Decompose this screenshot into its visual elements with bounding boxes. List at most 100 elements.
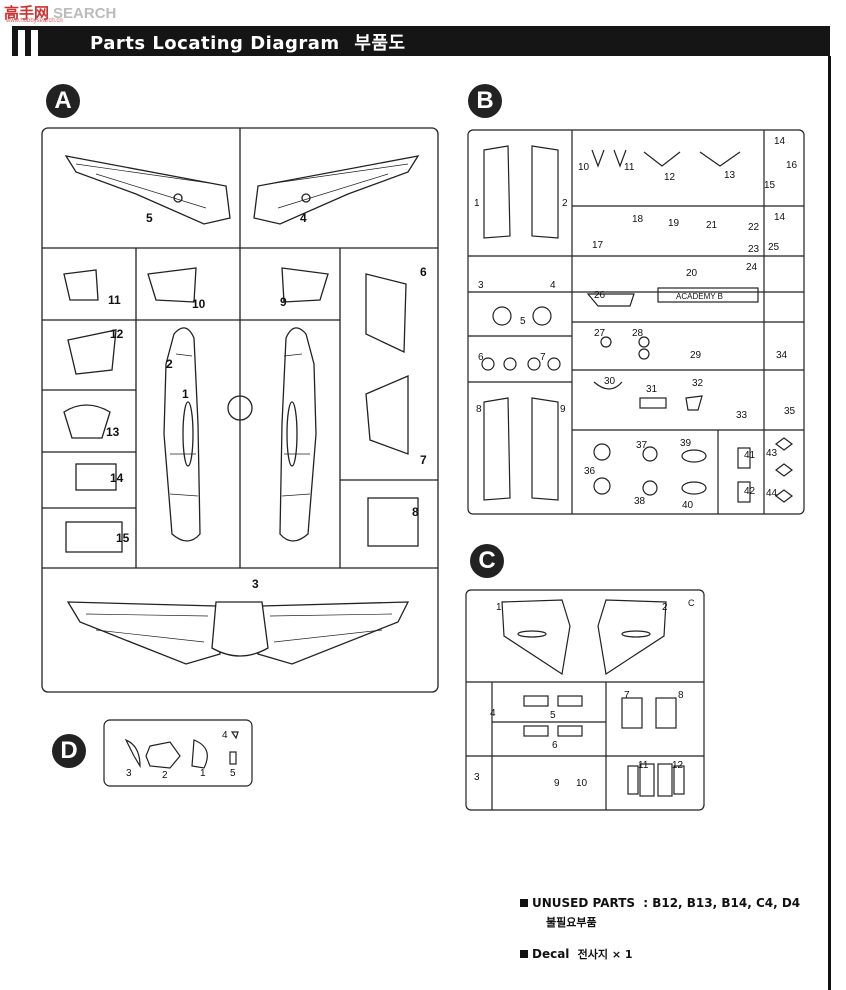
header-bar — [12, 26, 830, 56]
part-label: 14 — [774, 136, 786, 147]
bullet-square-icon — [520, 950, 528, 958]
part-label: 2 — [562, 198, 568, 209]
part-label: 25 — [768, 242, 780, 253]
part-label: 33 — [736, 410, 748, 421]
part-label: 34 — [776, 350, 788, 361]
part-label: 5 — [520, 316, 526, 327]
part-label: 27 — [594, 328, 606, 339]
part-label: 31 — [646, 384, 658, 395]
unused-parts-label: UNUSED PARTS — [532, 896, 636, 910]
part-label: 8 — [476, 404, 482, 415]
unused-parts-ko: 불필요부품 — [546, 916, 597, 929]
sprue-c-tag: C — [688, 598, 695, 608]
sprue-a-badge: A — [46, 84, 80, 118]
part-label: 12 — [664, 172, 676, 183]
part-label: 13 — [106, 425, 120, 439]
part-label: 10 — [576, 778, 588, 789]
part-label: 15 — [116, 531, 130, 545]
page-title-en: Parts Locating Diagram — [90, 33, 340, 54]
decal-label: Decal — [532, 947, 570, 961]
part-label: 17 — [592, 240, 604, 251]
part-label: 4 — [222, 730, 228, 741]
part-label: 30 — [604, 376, 616, 387]
part-label: 6 — [420, 265, 427, 279]
part-label: 28 — [632, 328, 644, 339]
part-label: 1 — [182, 387, 189, 401]
part-label: 16 — [786, 160, 798, 171]
sprue-d-badge: D — [52, 734, 86, 768]
part-label: 10 — [578, 162, 590, 173]
part-label: 7 — [540, 352, 546, 363]
part-label: 13 — [724, 170, 736, 181]
part-label: 3 — [478, 280, 484, 291]
part-label: 14 — [774, 212, 786, 223]
part-label: 35 — [784, 406, 796, 417]
part-label: 5 — [550, 710, 556, 721]
part-label: 6 — [478, 352, 484, 363]
part-label: 1 — [474, 198, 480, 209]
watermark-url: www.hobbysearch.cn — [6, 18, 63, 24]
part-label: 32 — [692, 378, 704, 389]
part-label: 12 — [672, 760, 684, 771]
sprue-d: 1 2 3 4 5 — [103, 719, 253, 787]
part-label: 41 — [744, 450, 756, 461]
watermark-brand: 高手网 — [4, 5, 50, 22]
part-label: 21 — [706, 220, 718, 231]
part-label: 4 — [490, 708, 496, 719]
sprue-c-badge: C — [470, 544, 504, 578]
part-label: 10 — [192, 297, 206, 311]
right-margin-rule — [828, 56, 831, 990]
sprue-b-badge: B — [468, 84, 502, 118]
part-label: 26 — [594, 290, 606, 301]
sprue-c: 1 2 3 4 5 6 7 8 9 10 11 12 C — [465, 589, 705, 811]
part-label: 3 — [474, 772, 480, 783]
sprue-b-tag: ACADEMY B — [676, 292, 723, 301]
part-label: 5 — [146, 211, 153, 225]
part-label: 2 — [162, 770, 168, 781]
part-label: 7 — [420, 453, 427, 467]
part-label: 6 — [552, 740, 558, 751]
part-label: 39 — [680, 438, 692, 449]
part-label: 4 — [550, 280, 556, 291]
part-label: 3 — [252, 577, 259, 591]
part-label: 40 — [682, 500, 694, 511]
part-label: 19 — [668, 218, 680, 229]
part-label: 8 — [412, 505, 419, 519]
part-label: 12 — [110, 327, 124, 341]
part-label: 7 — [624, 690, 630, 701]
part-label: 11 — [624, 162, 635, 173]
part-label: 18 — [632, 214, 644, 225]
sprue-b: 1 2 3 4 5 6 7 8 9 10 11 12 13 14 14 15 1… — [467, 129, 805, 515]
part-label: 15 — [764, 180, 776, 191]
part-label: 1 — [200, 768, 206, 779]
part-label: 2 — [166, 357, 173, 371]
part-label: 4 — [300, 211, 307, 225]
part-label: 1 — [496, 602, 502, 613]
page-title-ko: 부품도 — [354, 33, 406, 54]
part-label: 43 — [766, 448, 778, 459]
unused-parts-note: UNUSED PARTS : B12, B13, B14, C4, D4 — [520, 896, 800, 910]
sprue-a: 1 2 3 4 5 6 7 8 9 10 11 12 13 14 15 — [41, 127, 439, 693]
part-label: 22 — [748, 222, 760, 233]
watermark-search: SEARCH — [53, 5, 117, 22]
part-label: 9 — [554, 778, 560, 789]
decal-ko: 전사지 × 1 — [577, 948, 633, 961]
part-label: 11 — [108, 293, 121, 307]
part-label: 9 — [280, 295, 287, 309]
part-label: 38 — [634, 496, 646, 507]
part-label: 44 — [766, 488, 778, 499]
part-label: 37 — [636, 440, 648, 451]
bullet-square-icon — [520, 899, 528, 907]
header-tick-marks — [14, 30, 44, 56]
part-label: 14 — [110, 471, 124, 485]
part-label: 8 — [678, 690, 684, 701]
part-label: 11 — [638, 760, 649, 771]
unused-parts-list: : B12, B13, B14, C4, D4 — [643, 896, 801, 910]
part-label: 42 — [744, 486, 756, 497]
page-title: Parts Locating Diagram 부품도 — [90, 29, 406, 55]
part-label: 23 — [748, 244, 760, 255]
decal-note: Decal 전사지 × 1 — [520, 946, 633, 962]
part-label: 9 — [560, 404, 566, 415]
part-label: 24 — [746, 262, 758, 273]
